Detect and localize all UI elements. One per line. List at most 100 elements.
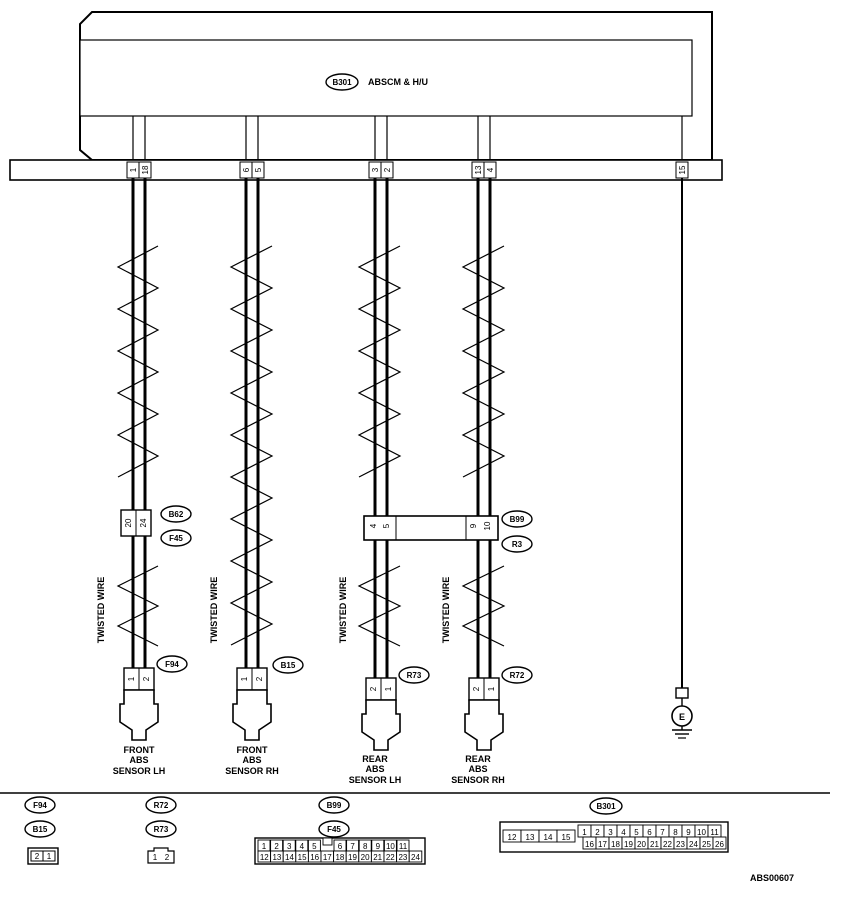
channel-front-rh: 6 5 TWISTED WIRE 1 2 B15 FRONT ABS SENSO… xyxy=(209,161,304,776)
mid-pin: 20 xyxy=(124,518,133,527)
legend-tag-badge xyxy=(24,796,56,814)
sensor-icon xyxy=(464,699,504,751)
legend-tag-badge xyxy=(318,820,350,838)
legend-pin: 26 xyxy=(715,840,724,849)
legend-pin: 3 xyxy=(608,828,613,837)
legend-tag-badge xyxy=(318,796,350,814)
legend-pin: 2 xyxy=(595,828,600,837)
sensor-icon xyxy=(232,689,272,741)
legend-pin-cell xyxy=(556,829,576,843)
twisted-wire-label: TWISTED WIRE xyxy=(96,577,106,644)
legend-tag-badge xyxy=(24,820,56,838)
ground-label: E xyxy=(679,712,685,722)
sensor-label-line: FRONT xyxy=(237,745,268,755)
twist-upper xyxy=(116,245,160,478)
end-tag-badge xyxy=(501,666,533,684)
end-pin: 1 xyxy=(127,676,136,681)
legend-pin: 10 xyxy=(697,828,706,837)
shared-tag-bottom-badge xyxy=(501,535,533,553)
sensor-label-line: SENSOR RH xyxy=(225,766,279,776)
twisted-wire-label: TWISTED WIRE xyxy=(441,577,451,644)
legend-pin: 1 xyxy=(262,842,267,851)
twisted-wire-label: TWISTED WIRE xyxy=(338,577,348,644)
legend-pin: 16 xyxy=(310,853,319,862)
legend-pin: 23 xyxy=(398,853,407,862)
unit-label: ABSCM & H/U xyxy=(368,77,428,87)
shared-tag-bottom: R3 xyxy=(512,540,523,549)
legend-pin: 6 xyxy=(647,828,652,837)
shared-connector-b99: B99 R3 xyxy=(363,510,533,553)
sensor-label-line: ABS xyxy=(129,755,148,765)
sensor-icon xyxy=(119,689,159,741)
end-pin: 2 xyxy=(369,686,378,691)
legend-pin: 5 xyxy=(634,828,639,837)
legend-pin: 18 xyxy=(611,840,620,849)
mid-pin: 4 xyxy=(369,523,378,528)
legend-connector-face xyxy=(147,847,175,864)
legend-pin: 19 xyxy=(624,840,633,849)
unit-stubs xyxy=(132,116,683,160)
legend-pin: 7 xyxy=(660,828,665,837)
ground-circuit: 15 E xyxy=(671,161,693,739)
sensor-label-line: REAR xyxy=(362,754,388,764)
sensor-label-line: ABS xyxy=(365,764,384,774)
end-tag: B15 xyxy=(281,661,296,670)
unit-pin: 18 xyxy=(141,165,150,174)
legend-tag: F45 xyxy=(327,825,341,834)
legend-pin: 18 xyxy=(335,853,344,862)
control-unit-connector-strip xyxy=(9,159,723,181)
unit-tag-badge xyxy=(325,73,359,91)
legend-key-notch xyxy=(322,837,333,846)
end-tag: R73 xyxy=(407,671,422,680)
twist-lower xyxy=(357,565,402,647)
twisted-wire-label: TWISTED WIRE xyxy=(209,577,219,644)
legend-pin: 1 xyxy=(582,828,587,837)
legend-pin: 11 xyxy=(710,828,719,837)
legend-pin: 11 xyxy=(399,842,408,851)
legend-pin: 3 xyxy=(287,842,292,851)
legend-pin: 1 xyxy=(153,853,158,862)
legend-pin: 20 xyxy=(361,853,370,862)
legend-pin: 4 xyxy=(300,842,305,851)
mid-pin: 24 xyxy=(139,518,148,527)
legend-tag: B301 xyxy=(596,802,616,811)
legend-pin: 25 xyxy=(702,840,711,849)
unit-pin: 13 xyxy=(474,165,483,174)
channel-rear-rh: 13 4 9 10 TWISTED WIRE 2 1 R72 REAR ABS … xyxy=(441,161,533,785)
unit-pin: 4 xyxy=(486,167,495,172)
legend-r72-r73: R72 R73 1 2 xyxy=(145,796,177,864)
sensor-icon xyxy=(361,699,401,751)
sensor-label-line: SENSOR LH xyxy=(113,766,166,776)
end-tag-badge xyxy=(272,656,304,674)
legend-f94-b15: F94 B15 2 1 xyxy=(24,796,59,865)
legend-tag-badge xyxy=(145,796,177,814)
twist xyxy=(229,245,274,646)
end-tag-badge xyxy=(398,666,430,684)
mid-pin: 10 xyxy=(483,521,492,530)
legend-pin: 19 xyxy=(348,853,357,862)
unit-pin: 5 xyxy=(254,167,263,172)
legend-tag: R72 xyxy=(154,801,169,810)
end-tag-badge xyxy=(156,655,188,673)
legend-pin: 7 xyxy=(350,842,355,851)
legend-pin: 23 xyxy=(676,840,685,849)
mid-pin: 5 xyxy=(382,523,391,528)
channel-rear-lh: 3 2 4 5 TWISTED WIRE 2 1 R73 REAR ABS SE… xyxy=(338,161,430,785)
sensor-label-line: ABS xyxy=(242,755,261,765)
end-pin: 2 xyxy=(142,676,151,681)
legend-pin: 16 xyxy=(585,840,594,849)
unit-pin: 3 xyxy=(371,167,380,172)
legend-pin-cell xyxy=(712,836,727,850)
legend-pin: 2 xyxy=(274,842,279,851)
sensor-label-line: FRONT xyxy=(124,745,155,755)
twist-lower xyxy=(116,565,160,647)
end-pin: 1 xyxy=(240,676,249,681)
mid-tag-top-badge xyxy=(160,505,192,523)
legend-pin: 10 xyxy=(386,842,395,851)
legend-pin: 4 xyxy=(621,828,626,837)
unit-pin: 2 xyxy=(383,167,392,172)
end-pin: 1 xyxy=(384,686,393,691)
mid-pin: 9 xyxy=(469,523,478,528)
